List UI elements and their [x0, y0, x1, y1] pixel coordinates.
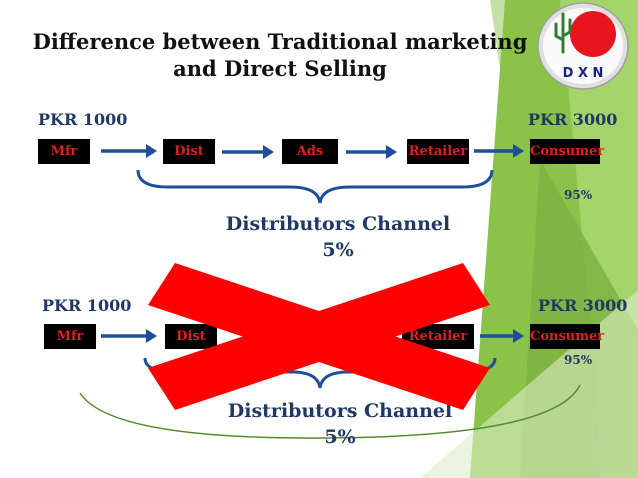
flow1-node-consumer: Consumer [530, 139, 604, 164]
flow1-node-retailer: Retailer [407, 139, 469, 164]
flow2-consumer-pct: 95% [564, 353, 593, 367]
flow2-ellipse-arc [79, 384, 581, 439]
flow2-arrows [101, 329, 524, 343]
logo-text: D X N [563, 66, 604, 81]
title-line-1: Difference between Traditional marketing [32, 29, 528, 54]
dxn-logo: D X N [537, 2, 629, 90]
logo-red-disc [570, 11, 616, 57]
flow1-end-price: PKR 3000 [528, 110, 618, 129]
title-line-2: and Direct Selling [173, 56, 387, 81]
flow1-consumer-pct: 95% [564, 188, 593, 202]
flow1-node-ads: Ads [282, 139, 338, 164]
flow2-node-mfr: Mfr [44, 324, 96, 349]
flow2-channel-pct: 5% [324, 426, 356, 448]
flow2-end-price: PKR 3000 [538, 296, 628, 315]
flow2-node-dist: Dist [165, 324, 217, 349]
flow1-channel-pct: 5% [322, 239, 354, 261]
page-title: Difference between Traditional marketing… [0, 28, 560, 82]
flow2-channel-label: Distributors Channel [227, 400, 453, 422]
cactus-icon [554, 12, 572, 54]
flow1-brace [136, 169, 494, 204]
flow1-arrows [101, 144, 524, 159]
flow1-channel-label: Distributors Channel [225, 213, 451, 235]
flow1-node-dist: Dist [163, 139, 215, 164]
flow2-node-consumer: Consumer [530, 324, 604, 349]
flow2-start-price: PKR 1000 [42, 296, 132, 315]
flow1-node-mfr: Mfr [38, 139, 90, 164]
flow1-start-price: PKR 1000 [38, 110, 128, 129]
